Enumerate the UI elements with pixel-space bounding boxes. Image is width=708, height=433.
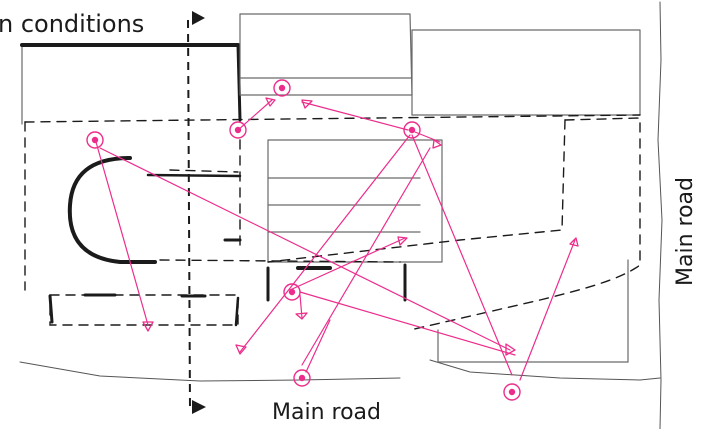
arrowhead xyxy=(432,139,442,149)
person-marker xyxy=(283,283,301,301)
person-marker xyxy=(229,121,247,139)
section-arrow-top xyxy=(192,11,205,25)
dashed-outlines xyxy=(24,114,641,331)
arrowhead xyxy=(505,343,516,356)
movement-path xyxy=(299,294,303,319)
person-marker xyxy=(273,79,291,97)
ink-strokes xyxy=(48,156,407,327)
section-line xyxy=(187,11,206,414)
movement-path xyxy=(411,134,513,376)
movement-path xyxy=(305,319,331,373)
person-markers xyxy=(86,79,521,401)
arrowhead xyxy=(265,97,276,107)
arrowhead xyxy=(397,236,408,246)
person-marker xyxy=(293,369,311,387)
arrowhead xyxy=(301,99,313,109)
section-arrow-bottom xyxy=(192,400,206,414)
person-marker xyxy=(403,121,421,139)
movement-path xyxy=(301,147,431,366)
arrowhead xyxy=(142,321,154,332)
movement-arrowheads xyxy=(142,97,579,356)
paper-edges xyxy=(19,1,663,430)
movement-path xyxy=(519,239,576,381)
movement-path xyxy=(301,101,409,131)
movement-path xyxy=(299,291,516,356)
movement-path xyxy=(99,147,511,351)
arrowhead xyxy=(569,237,579,247)
main-road-label-bottom: Main road xyxy=(272,400,381,425)
arrowhead xyxy=(295,312,308,320)
movement-path xyxy=(239,134,411,353)
buildings xyxy=(20,13,641,363)
person-marker xyxy=(503,383,521,401)
person-marker xyxy=(86,131,104,149)
main-road-label-right: Main road xyxy=(673,177,698,286)
conditions-label: n conditions xyxy=(0,10,144,38)
movement-path xyxy=(95,141,149,326)
movement-path xyxy=(237,99,273,131)
movement-paths xyxy=(95,99,576,381)
movement-path xyxy=(289,237,406,291)
arrowhead xyxy=(235,344,247,355)
